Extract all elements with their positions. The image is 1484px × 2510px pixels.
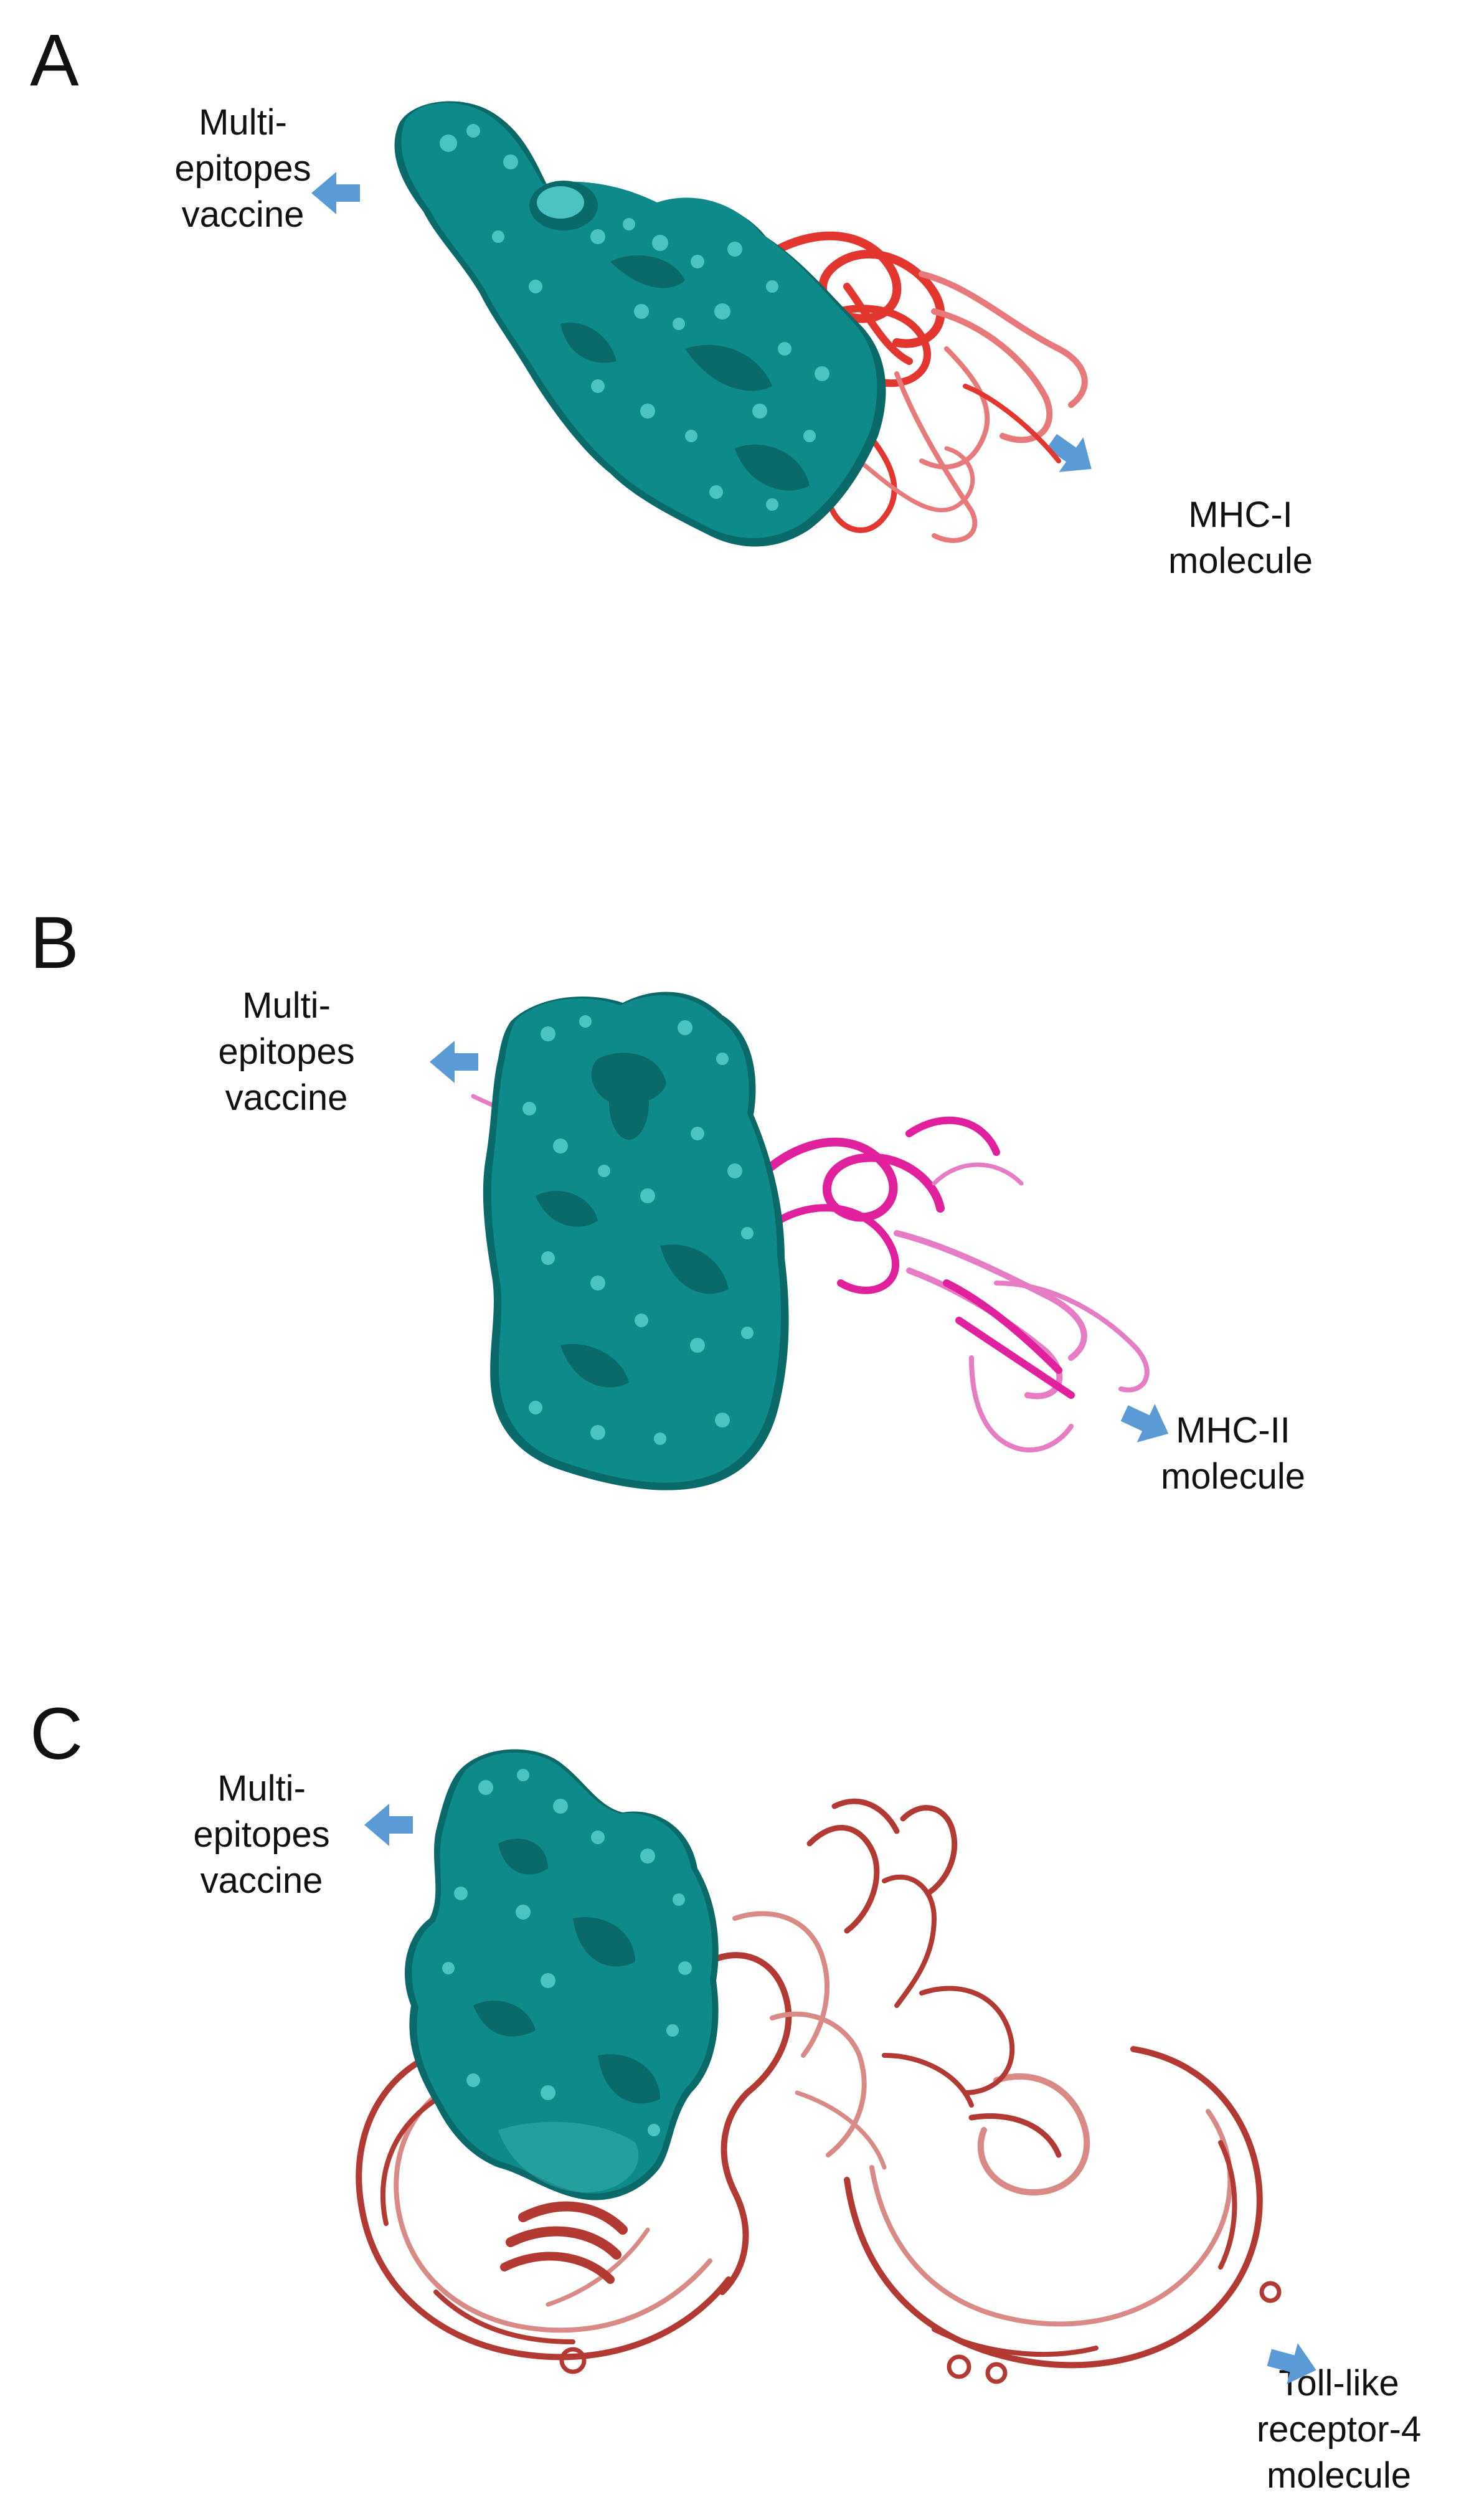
vaccine-label-line: vaccine [200, 1860, 323, 1901]
vaccine-label-line: Multi- [242, 985, 331, 1026]
vaccine-label-line: vaccine [225, 1077, 348, 1118]
receptor-label-line: molecule [1266, 2455, 1412, 2496]
panel-letter-b: B [30, 902, 79, 984]
vaccine-label-a: Multi- epitopes vaccine [112, 100, 374, 238]
receptor-label-line: receptor-4 [1256, 2409, 1422, 2450]
panel-b-graphic [430, 992, 1169, 1490]
mhc-ii-ribbon-structure [471, 1083, 1150, 1452]
arrow-down-right-icon [1120, 1404, 1169, 1442]
receptor-label-line: MHC-II [1176, 1410, 1290, 1451]
vaccine-label-line: vaccine [181, 194, 305, 235]
vaccine-label-b: Multi- epitopes vaccine [156, 983, 417, 1121]
arrow-left-icon [311, 172, 360, 214]
arrow-right-icon [1267, 2343, 1316, 2384]
receptor-label-b: MHC-II molecule [1102, 1408, 1364, 1500]
panel-a-graphic [311, 101, 1092, 547]
vaccine-label-line: Multi- [217, 1768, 306, 1809]
arrow-left-icon [364, 1804, 413, 1846]
vaccine-label-c: Multi- epitopes vaccine [131, 1766, 392, 1904]
receptor-label-a: MHC-I molecule [1110, 492, 1371, 584]
arrow-down-right-icon [1046, 433, 1092, 472]
vaccine-label-line: epitopes [193, 1814, 330, 1855]
receptor-label-line: molecule [1168, 541, 1313, 581]
panel-letter-a: A [30, 19, 79, 102]
arrow-left-icon [430, 1041, 478, 1083]
vaccine-label-line: epitopes [218, 1031, 355, 1072]
panel-c: C Multi- epitopes vaccine Toll-like rece… [0, 1619, 1484, 2510]
receptor-label-line: molecule [1160, 1456, 1306, 1497]
panel-b: B Multi- epitopes vaccine MHC-II molecul… [0, 810, 1484, 1619]
vaccine-surface-structure [405, 1749, 719, 2200]
panel-letter-c: C [30, 1693, 83, 1775]
mhc-i-ribbon-structure [774, 231, 1088, 543]
receptor-label-c: Toll-like receptor-4 molecule [1202, 2361, 1476, 2499]
panel-a: A Multi- epitopes vaccine MHC-I molecule [0, 0, 1484, 810]
panel-c-graphic [356, 1749, 1316, 2384]
receptor-label-line: MHC-I [1188, 495, 1293, 535]
vaccine-label-line: epitopes [174, 148, 311, 189]
vaccine-surface-structure [394, 101, 886, 547]
vaccine-surface-structure [483, 992, 789, 1490]
vaccine-label-line: Multi- [199, 102, 287, 143]
